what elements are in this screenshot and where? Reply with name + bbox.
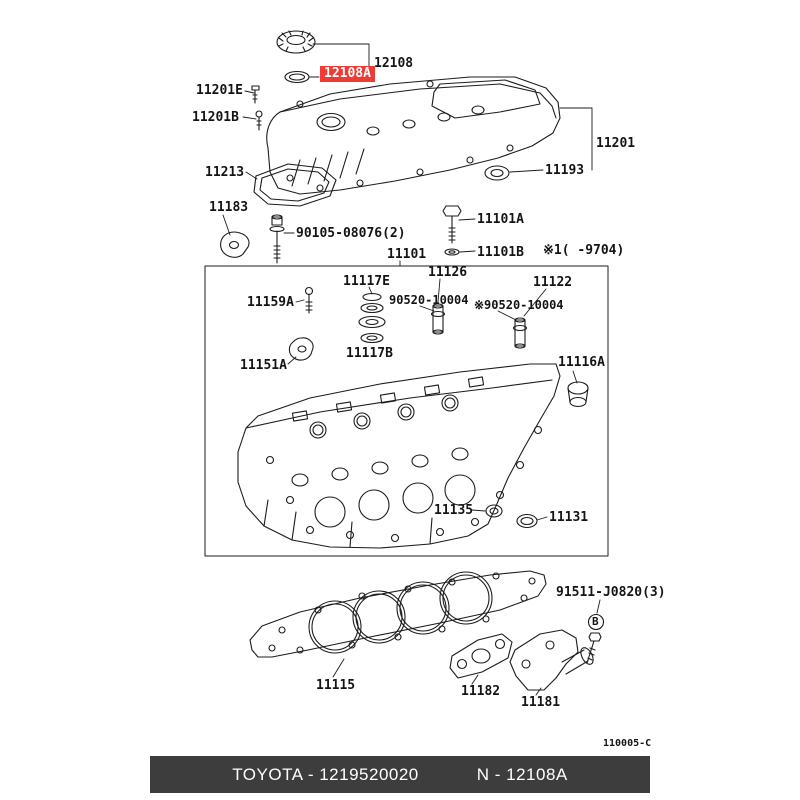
outlet-gasket-11182	[449, 633, 513, 679]
tube-gasket-stack	[358, 292, 386, 344]
cover-bolt-11201b	[255, 110, 263, 131]
part-label-11101: 11101	[387, 247, 427, 262]
part-label-11117b: 11117B	[346, 346, 393, 361]
footer-part-bar: TOYOTA - 1219520020 N - 12108A	[150, 756, 650, 793]
part-label-11115: 11115	[316, 678, 356, 693]
head-gasket	[249, 570, 547, 658]
diagram-code: 110005-C	[603, 738, 652, 749]
cylinder-head	[237, 363, 561, 549]
part-label-11122: 11122	[533, 275, 573, 290]
leader-lines	[222, 43, 601, 696]
part-label-90105-08076: 90105-08076(2)	[296, 226, 406, 241]
cover-seal	[484, 165, 510, 181]
valve-guide-right	[512, 317, 528, 349]
part-label-90520-left: 90520-10004	[389, 293, 469, 307]
part-label-11116a: 11116A	[558, 355, 605, 370]
filler-cap-gasket	[284, 70, 310, 84]
footer-reference-number: N - 12108A	[476, 764, 568, 784]
part-label-11193: 11193	[545, 163, 585, 178]
plug-11131	[516, 513, 538, 529]
part-label-11181: 11181	[521, 695, 561, 710]
part-label-12108a-highlighted: 12108A	[320, 66, 375, 82]
head-bolt-washer-11101b	[444, 248, 460, 256]
part-label-11182: 11182	[461, 684, 501, 699]
part-label-11126: 11126	[428, 265, 468, 280]
plug-11135	[485, 504, 503, 518]
part-label-11117e: 11117E	[343, 274, 390, 289]
part-label-11201: 11201	[596, 136, 636, 151]
part-label-12108: 12108	[374, 56, 414, 71]
cover-bolt-11201e	[251, 85, 260, 104]
part-label-11201e: 11201E	[196, 83, 243, 98]
part-label-91511-j0820: 91511-J0820(3)	[556, 585, 666, 600]
oil-filler-cap	[276, 30, 316, 54]
detail-box-frame	[204, 265, 609, 557]
stud-11159a	[304, 286, 314, 314]
part-label-11151a: 11151A	[240, 358, 287, 373]
part-label-11131: 11131	[549, 510, 589, 525]
part-label-11159a: 11159A	[247, 295, 294, 310]
head-bolt-11101a	[442, 205, 462, 244]
valve-cover-gasket	[253, 163, 337, 207]
bracket-11151a	[288, 337, 314, 361]
note-label-9704: ※1( -9704)	[543, 243, 625, 258]
cover-long-bolt	[269, 214, 285, 264]
part-label-11201b: 11201B	[192, 110, 239, 125]
part-label-11183: 11183	[209, 200, 249, 215]
valve-guide-left	[430, 303, 446, 335]
part-label-11101b: 11101B	[477, 245, 524, 260]
water-outlet-11181	[509, 629, 594, 691]
part-label-90520-right: ※90520-10004	[474, 298, 564, 312]
cap-11116a	[567, 381, 589, 408]
outlet-bolt-91511	[586, 613, 605, 664]
part-label-11213: 11213	[205, 165, 245, 180]
grommet-11183	[220, 231, 250, 258]
part-label-11101a: 11101A	[477, 212, 524, 227]
part-label-11135: 11135	[434, 503, 474, 518]
footer-toyota-part-number: TOYOTA - 1219520020	[232, 764, 419, 784]
valve-cover	[266, 76, 561, 195]
circled-b-symbol: B	[592, 615, 599, 628]
